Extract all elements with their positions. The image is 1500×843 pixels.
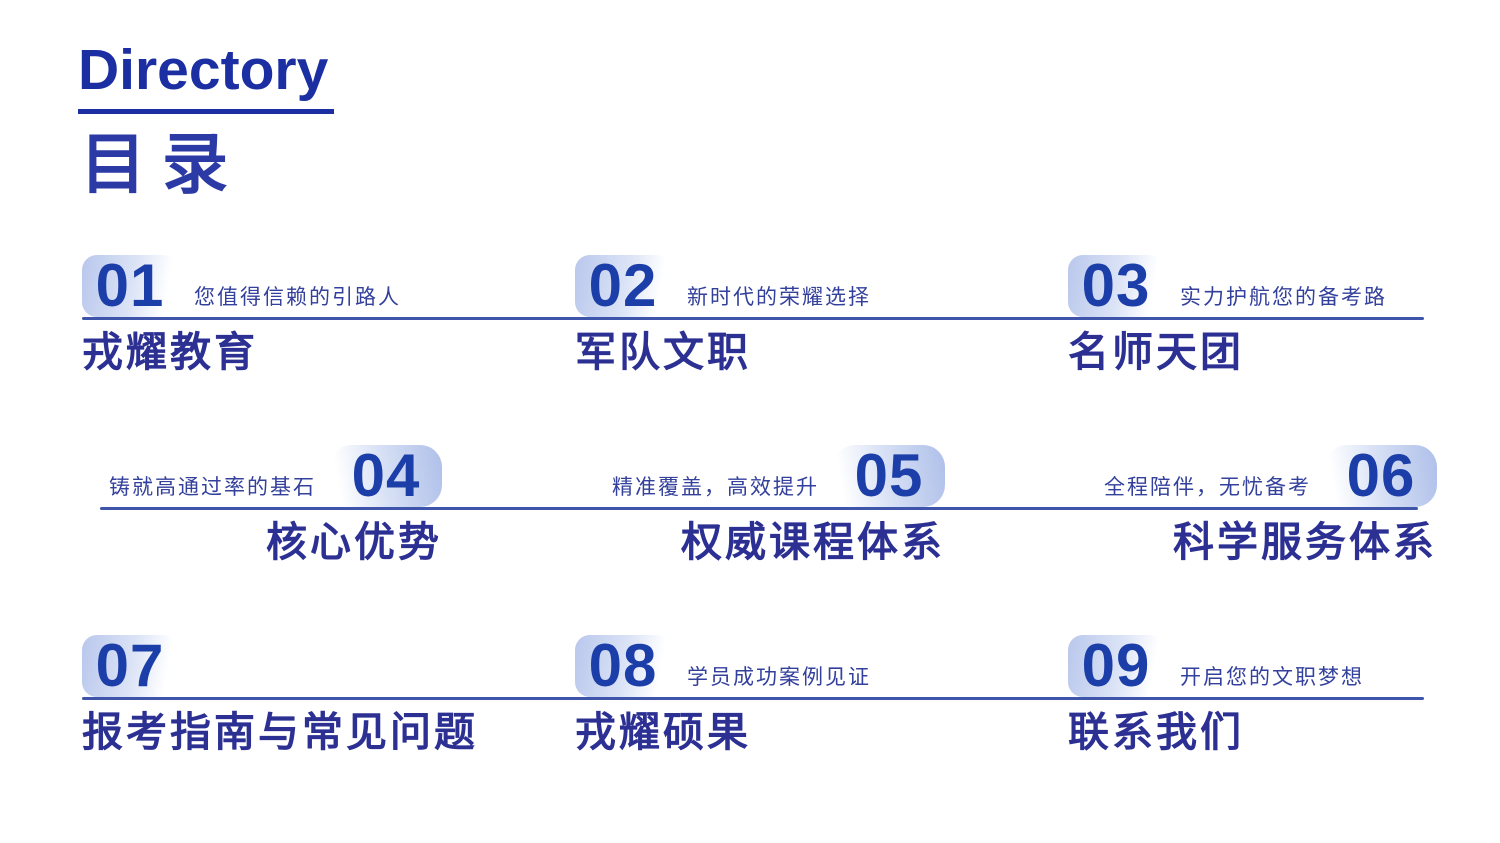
item-subtitle: 全程陪伴，无忧备考 <box>1104 476 1311 499</box>
row-divider-line <box>82 697 1424 700</box>
item-subtitle: 您值得信赖的引路人 <box>194 286 401 309</box>
item-title: 报考指南与常见问题 <box>82 709 478 755</box>
item-subtitle: 学员成功案例见证 <box>687 666 871 689</box>
item-title: 戎耀教育 <box>82 329 258 375</box>
toc-item-09[interactable]: 09 开启您的文职梦想 联系我们 <box>1068 635 1468 754</box>
item-number-line: 01 您值得信赖的引路人 <box>82 255 482 317</box>
item-title: 联系我们 <box>1068 709 1244 755</box>
toc-row-2: 铸就高通过率的基石 04 核心优势 精准覆盖，高效提升 05 权威课程体系 全程… <box>82 445 1437 580</box>
item-title: 戎耀硕果 <box>575 709 751 755</box>
page-title-english: Directory <box>78 42 335 114</box>
item-title: 核心优势 <box>266 519 442 565</box>
item-subtitle: 铸就高通过率的基石 <box>109 476 316 499</box>
item-number-badge: 08 <box>575 635 671 697</box>
item-number-badge: 03 <box>1068 255 1164 317</box>
item-number-badge: 06 <box>1325 445 1437 507</box>
page-title-chinese: 目录 <box>80 127 244 201</box>
toc-item-05[interactable]: 精准覆盖，高效提升 05 权威课程体系 <box>575 445 945 564</box>
item-number-line: 03 实力护航您的备考路 <box>1068 255 1468 317</box>
toc-item-06[interactable]: 全程陪伴，无忧备考 06 科学服务体系 <box>1068 445 1437 564</box>
item-number-line: 铸就高通过率的基石 04 <box>82 445 442 507</box>
item-title: 科学服务体系 <box>1173 519 1437 565</box>
item-number-badge: 09 <box>1068 635 1164 697</box>
item-number-line: 09 开启您的文职梦想 <box>1068 635 1468 697</box>
row-divider-line <box>82 317 1424 320</box>
toc-row-3: 07 报考指南与常见问题 08 学员成功案例见证 戎耀硕果 09 开启您的文职梦… <box>82 635 1424 770</box>
toc-item-03[interactable]: 03 实力护航您的备考路 名师天团 <box>1068 255 1468 374</box>
item-subtitle: 精准覆盖，高效提升 <box>612 476 819 499</box>
item-title: 名师天团 <box>1068 329 1244 375</box>
item-number-line: 精准覆盖，高效提升 05 <box>575 445 945 507</box>
item-subtitle: 开启您的文职梦想 <box>1180 666 1364 689</box>
item-number-badge: 07 <box>82 635 178 697</box>
toc-item-08[interactable]: 08 学员成功案例见证 戎耀硕果 <box>575 635 975 754</box>
item-title: 权威课程体系 <box>681 519 945 565</box>
item-number-badge: 05 <box>833 445 945 507</box>
item-title: 军队文职 <box>575 329 751 375</box>
item-number-line: 02 新时代的荣耀选择 <box>575 255 975 317</box>
item-subtitle: 新时代的荣耀选择 <box>687 286 871 309</box>
toc-item-07[interactable]: 07 报考指南与常见问题 <box>82 635 482 754</box>
row-divider-line <box>100 507 1418 510</box>
toc-item-01[interactable]: 01 您值得信赖的引路人 戎耀教育 <box>82 255 482 374</box>
item-number-badge: 04 <box>330 445 442 507</box>
item-number-line: 07 <box>82 635 482 697</box>
item-number-line: 全程陪伴，无忧备考 06 <box>1068 445 1437 507</box>
item-number-badge: 02 <box>575 255 671 317</box>
item-number-line: 08 学员成功案例见证 <box>575 635 975 697</box>
item-subtitle: 实力护航您的备考路 <box>1180 286 1387 309</box>
item-number-badge: 01 <box>82 255 178 317</box>
toc-row-1: 01 您值得信赖的引路人 戎耀教育 02 新时代的荣耀选择 军队文职 03 实力… <box>82 255 1424 390</box>
toc-item-04[interactable]: 铸就高通过率的基石 04 核心优势 <box>82 445 442 564</box>
toc-item-02[interactable]: 02 新时代的荣耀选择 军队文职 <box>575 255 975 374</box>
